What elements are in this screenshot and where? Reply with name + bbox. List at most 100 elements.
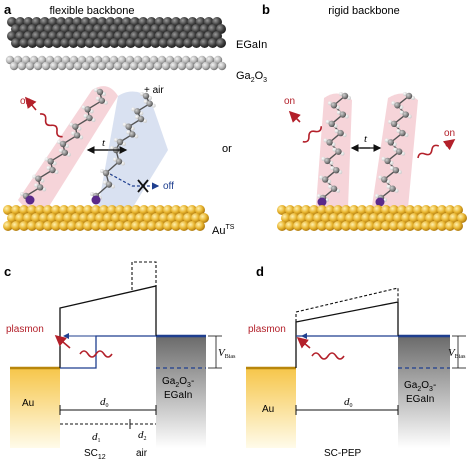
panel-a-title: flexible backbone: [49, 5, 134, 17]
carbon-atom: [96, 88, 104, 96]
oxide-atom: [205, 55, 215, 65]
gold-atom: [131, 221, 141, 231]
halo-flexible-right: [98, 91, 168, 216]
off-label: off: [163, 181, 174, 192]
emission-arrow-b-right: [442, 139, 456, 151]
carbon-atom: [47, 158, 54, 165]
gold-atom: [99, 221, 109, 231]
gold-atom: [377, 213, 387, 223]
gold-atom: [139, 205, 149, 215]
gold-atom: [111, 213, 121, 223]
gold-atom: [329, 213, 339, 223]
halo-rigid-right: [372, 93, 418, 212]
gold-atom: [167, 213, 177, 223]
oxide-atom: [9, 61, 19, 71]
gold-atom: [63, 213, 73, 223]
gold-atom: [357, 221, 367, 231]
vbias-label-c: VBias: [218, 347, 236, 360]
gold-atom: [277, 205, 287, 215]
gold-atom: [365, 205, 375, 215]
emission-wave-b-left: [302, 126, 322, 143]
gold-atom: [429, 221, 439, 231]
gold-atom: [325, 205, 335, 215]
oxide-atom: [101, 55, 111, 65]
gold-atom: [317, 205, 327, 215]
on-label-b-right: on: [444, 128, 455, 139]
plasmon-label-c: plasmon: [6, 324, 44, 335]
oxide-atom: [29, 55, 39, 65]
oxide-atom: [21, 55, 31, 65]
au-electrode-d: [246, 368, 296, 448]
egain-atom: [43, 38, 54, 48]
gold-atom: [413, 221, 423, 231]
gold-atom: [373, 221, 383, 231]
gold-atom: [389, 205, 399, 215]
oxide-atom: [65, 61, 75, 71]
oxide-atom: [181, 55, 191, 65]
carbon-atom: [137, 115, 145, 123]
oxide-atom: [209, 61, 219, 71]
gold-atom: [309, 221, 319, 231]
gold-atom: [107, 205, 117, 215]
gold-atom: [23, 213, 33, 223]
carbon-atom: [116, 138, 124, 146]
egain-atom: [117, 38, 128, 48]
gold-atom: [397, 221, 407, 231]
carbon-atom: [73, 132, 81, 139]
t-label-a: t: [102, 137, 106, 149]
carbon-atom: [399, 129, 406, 137]
egain-atom: [166, 38, 177, 48]
gold-atom: [15, 213, 25, 223]
oxide-atom: [85, 55, 95, 65]
gold-atom: [163, 205, 173, 215]
oxide-atom: [113, 61, 123, 71]
egain-atom: [158, 38, 169, 48]
gold-atom: [179, 221, 189, 231]
gold-atom: [405, 205, 415, 215]
carbon-atom: [35, 175, 42, 182]
carbon-atom: [142, 92, 150, 100]
carbon-atom: [105, 181, 113, 188]
oxide-atom: [109, 55, 119, 65]
egain-atom: [199, 38, 210, 48]
gold-atom: [51, 221, 61, 231]
emission-wave-a: [39, 113, 63, 138]
carbon-atom: [49, 166, 56, 174]
gold-atom: [449, 213, 459, 223]
sc-pep-label: SC-PEP: [324, 448, 362, 459]
gold-atom: [155, 221, 165, 231]
oxide-atom: [37, 55, 47, 65]
oxide-atom: [73, 61, 83, 71]
carbon-atom: [86, 114, 93, 122]
carbon-atom: [335, 148, 342, 155]
carbon-atom: [384, 157, 391, 165]
emission-wave-b-right: [417, 144, 440, 159]
gold-atom: [397, 205, 407, 215]
carbon-atom: [341, 92, 349, 100]
gold-atom: [99, 205, 109, 215]
carbon-atom: [330, 102, 338, 109]
egain-atom: [84, 38, 95, 48]
oxide-atom: [33, 61, 43, 71]
air-label: air: [136, 448, 148, 459]
carbon-atom: [84, 106, 91, 113]
oxide-atom: [197, 55, 207, 65]
gold-atom: [59, 205, 69, 215]
sulfur-atom: [375, 197, 385, 207]
gold-atom: [187, 205, 197, 215]
carbon-atom: [115, 158, 123, 165]
oxide-atom: [129, 61, 139, 71]
oxide-atom: [217, 61, 227, 71]
egain-atom: [76, 38, 87, 48]
gold-atom: [75, 221, 85, 231]
carbon-atom: [333, 166, 340, 174]
egain-atom: [216, 38, 226, 48]
gold-atom: [349, 221, 359, 231]
oxide-atom: [53, 55, 63, 65]
sulfur-atom: [91, 195, 101, 205]
oxide-atom: [121, 61, 131, 71]
gold-atom: [135, 213, 145, 223]
carbon-atom: [125, 123, 132, 130]
au-label-d: Au: [262, 404, 274, 415]
